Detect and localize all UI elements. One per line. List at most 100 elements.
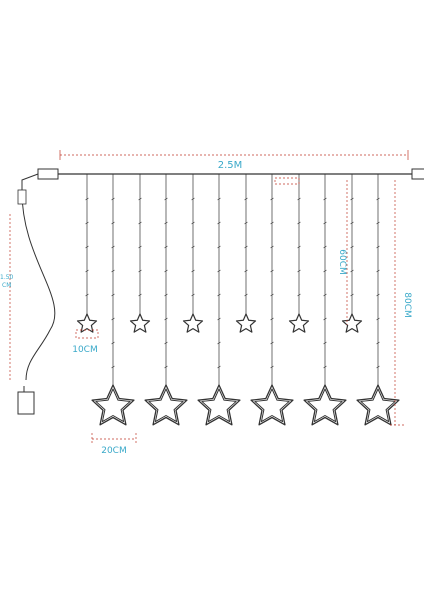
right-connector	[411, 168, 424, 180]
cable-dimension: 1.50 CM	[0, 214, 14, 380]
led-bulb	[297, 245, 301, 249]
led-bulb	[111, 317, 115, 321]
led-bulb	[244, 221, 248, 225]
led-bulb	[138, 293, 142, 297]
led-bulb	[164, 293, 168, 297]
large-star	[303, 384, 347, 426]
led-bulb	[164, 269, 168, 273]
led-bulb	[244, 245, 248, 249]
led-bulb	[164, 317, 168, 321]
led-bulb	[164, 365, 168, 369]
led-bulb	[217, 365, 221, 369]
led-bulb	[111, 269, 115, 273]
led-bulb	[376, 269, 380, 273]
led-bulb	[85, 197, 89, 201]
small-star-dimension: 10CM	[72, 329, 99, 355]
led-bulb	[376, 293, 380, 297]
led-bulb	[191, 269, 195, 273]
led-bulb	[376, 245, 380, 249]
led-bulb	[138, 245, 142, 249]
led-bulb	[244, 269, 248, 273]
led-bulb	[138, 221, 142, 225]
light-strands	[85, 174, 380, 386]
led-bulb	[191, 221, 195, 225]
led-bulb	[111, 365, 115, 369]
led-bulb	[323, 245, 327, 249]
cable-label-line1: 1.50	[0, 274, 14, 281]
led-bulb	[297, 269, 301, 273]
led-bulb	[297, 221, 301, 225]
led-bulb	[111, 245, 115, 249]
led-bulb	[138, 269, 142, 273]
led-bulb	[85, 221, 89, 225]
led-bulb	[164, 221, 168, 225]
large-star	[250, 384, 294, 426]
small-star	[182, 313, 204, 333]
led-bulb	[323, 365, 327, 369]
led-bulb	[297, 197, 301, 201]
led-bulb	[244, 197, 248, 201]
small-star	[341, 313, 363, 333]
led-bulb	[191, 293, 195, 297]
led-bulb	[191, 245, 195, 249]
led-bulb	[111, 293, 115, 297]
led-bulb	[376, 317, 380, 321]
led-bulb	[323, 341, 327, 345]
led-bulb	[376, 197, 380, 201]
led-bulb	[217, 317, 221, 321]
led-bulb	[244, 293, 248, 297]
power-cable	[17, 173, 56, 415]
led-bulb	[350, 293, 354, 297]
led-bulb	[138, 197, 142, 201]
led-bulb	[350, 269, 354, 273]
led-bulb	[164, 245, 168, 249]
large-star-dimension: 20CM	[91, 433, 137, 456]
large-star	[197, 384, 241, 426]
led-bulb	[217, 245, 221, 249]
large-star-label: 20CM	[101, 446, 127, 456]
led-bulb	[191, 197, 195, 201]
small-star-row	[76, 313, 363, 333]
led-bulb	[111, 197, 115, 201]
led-bulb	[217, 221, 221, 225]
led-bulb	[270, 317, 274, 321]
led-bulb	[270, 293, 274, 297]
led-bulb	[323, 293, 327, 297]
large-star	[144, 384, 188, 426]
led-bulb	[270, 245, 274, 249]
led-bulb	[111, 221, 115, 225]
small-star	[288, 313, 310, 333]
led-bulb	[270, 341, 274, 345]
cable-controller	[17, 189, 27, 205]
drop-60cm-label: 60CM	[337, 249, 347, 275]
led-bulb	[376, 341, 380, 345]
led-bulb	[270, 269, 274, 273]
led-bulb	[85, 245, 89, 249]
small-star	[129, 313, 151, 333]
power-plug	[17, 391, 35, 415]
small-star	[76, 313, 98, 333]
drop-80cm-dimension: 80CM	[390, 180, 412, 426]
led-bulb	[270, 197, 274, 201]
led-bulb	[217, 293, 221, 297]
large-star	[356, 384, 400, 426]
led-bulb	[270, 221, 274, 225]
led-bulb	[85, 293, 89, 297]
led-bulb	[350, 221, 354, 225]
led-bulb	[164, 197, 168, 201]
led-bulb	[376, 365, 380, 369]
large-star-row	[91, 384, 400, 426]
large-star	[91, 384, 135, 426]
left-connector	[37, 168, 59, 180]
led-bulb	[217, 269, 221, 273]
small-star-label: 10CM	[72, 345, 98, 355]
led-bulb	[323, 221, 327, 225]
led-bulb	[350, 245, 354, 249]
led-bulb	[217, 197, 221, 201]
led-bulb	[323, 269, 327, 273]
led-bulb	[164, 341, 168, 345]
cable-label-line2: CM	[2, 282, 11, 289]
drop-60cm-dimension: 60CM	[274, 177, 348, 325]
led-bulb	[111, 341, 115, 345]
